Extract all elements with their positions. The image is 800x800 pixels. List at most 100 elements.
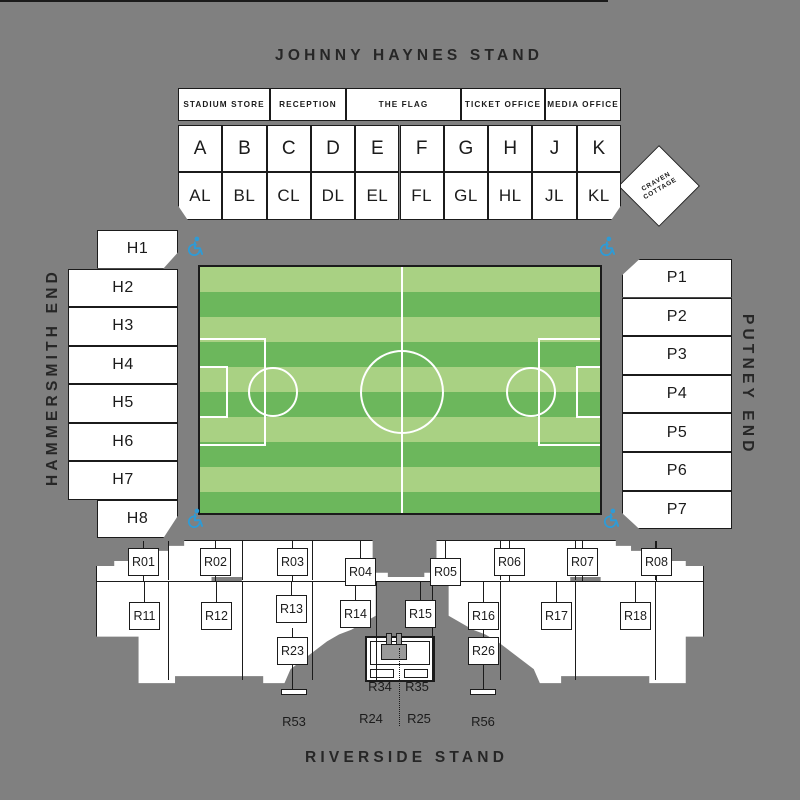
arc-clip-left — [266, 362, 300, 422]
block-FL[interactable]: FL — [399, 172, 444, 220]
putney-end-title: PUTNEY END — [739, 314, 756, 456]
block-H5[interactable]: H5 — [68, 384, 178, 423]
block-R15[interactable]: R15 — [405, 600, 436, 628]
wheelchair-access-icon — [602, 508, 620, 529]
leader-R13 — [291, 582, 293, 604]
block-R04[interactable]: R04 — [345, 558, 376, 586]
block-EL[interactable]: EL — [355, 172, 400, 220]
block-R16[interactable]: R16 — [468, 602, 499, 630]
block-F[interactable]: F — [399, 125, 444, 172]
block-H1[interactable]: H1 — [97, 230, 178, 269]
dugout-right — [404, 669, 428, 678]
pitch-stripe — [200, 492, 600, 513]
pitch-stripe — [200, 317, 600, 343]
block-P7[interactable]: P7 — [622, 490, 732, 530]
block-R06[interactable]: R06 — [494, 548, 525, 576]
block-R35[interactable]: R35 — [405, 678, 429, 694]
block-R24[interactable]: R24 — [359, 710, 383, 726]
block-R25[interactable]: R25 — [407, 710, 431, 726]
block-C[interactable]: C — [266, 125, 311, 172]
block-G[interactable]: G — [443, 125, 489, 172]
leader-R18 — [635, 582, 637, 604]
block-CL[interactable]: CL — [266, 172, 311, 220]
riverside-divider — [432, 582, 434, 680]
block-H7[interactable]: H7 — [68, 461, 178, 500]
riverside-divider — [376, 582, 378, 680]
block-R53[interactable]: R53 — [282, 713, 306, 729]
block-R23[interactable]: R23 — [277, 637, 308, 665]
block-H3[interactable]: H3 — [68, 307, 178, 346]
block-R01[interactable]: R01 — [128, 548, 159, 576]
wheelchair-access-icon — [186, 508, 204, 529]
arc-clip-right — [504, 362, 538, 422]
block-H2[interactable]: H2 — [68, 268, 178, 307]
block-R11[interactable]: R11 — [129, 602, 160, 630]
block-E[interactable]: E — [355, 125, 400, 172]
block-R18[interactable]: R18 — [620, 602, 651, 630]
block-R14[interactable]: R14 — [340, 600, 371, 628]
block-K[interactable]: K — [576, 125, 621, 172]
block-H8[interactable]: H8 — [97, 499, 178, 538]
facility-media-office[interactable]: MEDIA OFFICE — [545, 88, 621, 121]
pitch-stripe — [200, 467, 600, 493]
block-P2[interactable]: P2 — [622, 297, 732, 337]
players-tunnel — [381, 644, 407, 660]
block-H6[interactable]: H6 — [68, 422, 178, 461]
block-BL[interactable]: BL — [222, 172, 267, 220]
block-R13[interactable]: R13 — [276, 595, 307, 623]
leader-R23 — [292, 628, 294, 640]
block-R12[interactable]: R12 — [201, 602, 232, 630]
dugout-left — [370, 669, 394, 678]
block-P4[interactable]: P4 — [622, 374, 732, 414]
block-R56[interactable]: R56 — [471, 713, 495, 729]
block-R02[interactable]: R02 — [200, 548, 231, 576]
centre-circle — [360, 350, 444, 434]
block-H[interactable]: H — [488, 125, 533, 172]
facility-ticket-office[interactable]: TICKET OFFICE — [461, 88, 545, 121]
facility-the-flag[interactable]: THE FLAG — [346, 88, 461, 121]
block-P1[interactable]: P1 — [622, 259, 732, 298]
block-P3[interactable]: P3 — [622, 336, 732, 375]
block-R05[interactable]: R05 — [430, 558, 461, 586]
block-GL[interactable]: GL — [443, 172, 489, 220]
pitch-stripe — [200, 442, 600, 468]
pitch-stripe — [200, 292, 600, 318]
block-KL[interactable]: KL — [576, 172, 621, 220]
leader-down-R23 — [292, 665, 294, 691]
block-D[interactable]: D — [310, 125, 356, 172]
leader-R14 — [355, 582, 357, 604]
block-R07[interactable]: R07 — [567, 548, 598, 576]
block-R34[interactable]: R34 — [368, 678, 392, 694]
wheelchair-access-icon — [186, 236, 204, 257]
block-A[interactable]: A — [178, 125, 223, 172]
facility-stadium-store[interactable]: STADIUM STORE — [178, 88, 270, 121]
arc-mask-left-spacer — [200, 338, 230, 446]
leader-R16 — [483, 582, 485, 604]
block-R03[interactable]: R03 — [277, 548, 308, 576]
leader-R11 — [144, 582, 146, 604]
block-H4[interactable]: H4 — [68, 345, 178, 384]
leader-R26 — [483, 628, 485, 640]
block-P5[interactable]: P5 — [622, 413, 732, 452]
facility-reception[interactable]: RECEPTION — [270, 88, 346, 121]
pitch — [198, 265, 602, 515]
centre-dotted-line — [398, 648, 400, 726]
block-B[interactable]: B — [222, 125, 267, 172]
craven-cottage-label: CRAVEN COTTAGE — [640, 170, 679, 202]
block-DL[interactable]: DL — [310, 172, 356, 220]
block-R17[interactable]: R17 — [541, 602, 572, 630]
block-HL[interactable]: HL — [488, 172, 533, 220]
block-J[interactable]: J — [532, 125, 577, 172]
slot-r53 — [281, 689, 307, 695]
riverside-divider — [242, 582, 244, 680]
block-P6[interactable]: P6 — [622, 452, 732, 491]
riverside-upper-divider — [168, 541, 170, 580]
block-R26[interactable]: R26 — [468, 637, 499, 665]
goal-area-right — [576, 366, 600, 418]
block-R08[interactable]: R08 — [641, 548, 672, 576]
leader-R17 — [556, 582, 558, 604]
riverside-stand-title: RIVERSIDE STAND — [305, 749, 509, 766]
block-JL[interactable]: JL — [532, 172, 577, 220]
block-AL[interactable]: AL — [178, 172, 223, 220]
riverside-divider — [575, 582, 577, 680]
